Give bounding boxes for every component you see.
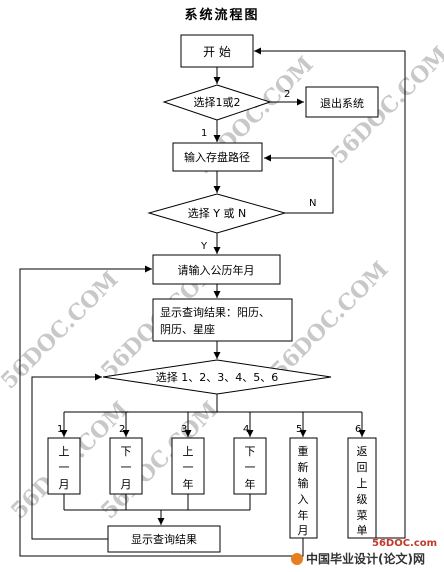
footer-site: 56DOC.com <box>372 538 437 549</box>
merge-connectors <box>63 494 251 525</box>
branch-node-prev-year <box>171 437 205 495</box>
exit-node <box>305 86 379 118</box>
input-path-node <box>172 142 263 172</box>
branch-number: 2 <box>119 424 125 435</box>
branch-char: 月 <box>121 478 132 491</box>
opt1-label: 1 <box>201 128 207 139</box>
input-path-label: 输入存盘路径 <box>184 150 250 164</box>
branch-char: 一 <box>245 461 256 474</box>
branch-char: 返 <box>357 445 368 458</box>
no-label: N <box>309 198 316 209</box>
opt2-label: 2 <box>284 89 290 100</box>
start-node <box>180 34 254 68</box>
diagram-title: 系统流程图 <box>184 8 260 23</box>
branch-char: 单 <box>357 524 368 537</box>
branch-char: 级 <box>357 493 368 506</box>
branch-char: 下 <box>121 445 132 458</box>
branch-char: 年 <box>298 508 309 522</box>
show-result-line2: 阴历、星座 <box>160 322 215 336</box>
branch-char: 年 <box>245 477 256 491</box>
branch-char: 下 <box>245 445 256 458</box>
branch-number: 5 <box>296 424 302 435</box>
branch-char: 回 <box>357 461 368 474</box>
branch-number: 6 <box>355 424 361 435</box>
branch-char: 入 <box>298 493 309 506</box>
branch-char: 输 <box>298 476 309 490</box>
footer-logo-icon <box>291 553 303 565</box>
branch-number: 3 <box>181 424 187 435</box>
branch-char: 上 <box>357 477 368 490</box>
branch-char: 月 <box>298 524 309 537</box>
display-query-label: 显示查询结果 <box>131 532 197 546</box>
branch-char: 一 <box>121 461 132 474</box>
branch-char: 上 <box>183 445 194 458</box>
show-result-node <box>152 298 293 342</box>
branch-char: 年 <box>183 477 194 491</box>
branch-connectors <box>60 412 366 437</box>
display-query-node <box>107 525 221 553</box>
branch-node-return <box>347 437 377 539</box>
start-label: 开 始 <box>203 45 231 59</box>
branch-char: 新 <box>298 460 309 474</box>
choose12-label: 选择1或2 <box>194 95 241 109</box>
input-year-month-label: 请输入公历年月 <box>178 263 255 277</box>
branch-number: 4 <box>243 424 249 435</box>
branch-char: 上 <box>59 445 70 458</box>
branch-number: 1 <box>57 424 63 435</box>
branch-node-next-year <box>233 437 267 495</box>
show-result-line1: 显示查询结果：阳历、 <box>160 305 270 319</box>
branch-char: 菜 <box>357 509 368 522</box>
input-year-month-node <box>152 254 281 285</box>
choose-yn-label: 选择 Y 或 N <box>188 206 246 220</box>
branch-char: 重 <box>298 444 309 458</box>
branch-char: 月 <box>59 478 70 491</box>
footer-logo-text: 中国毕业设计(论文)网 <box>306 551 425 566</box>
branch-char: 一 <box>59 461 70 474</box>
branch-char: 一 <box>183 461 194 474</box>
yes-label: Y <box>200 241 208 252</box>
choose-1-6-label: 选择 1、2、3、4、5、6 <box>156 370 279 384</box>
exit-label: 退出系统 <box>320 96 364 110</box>
